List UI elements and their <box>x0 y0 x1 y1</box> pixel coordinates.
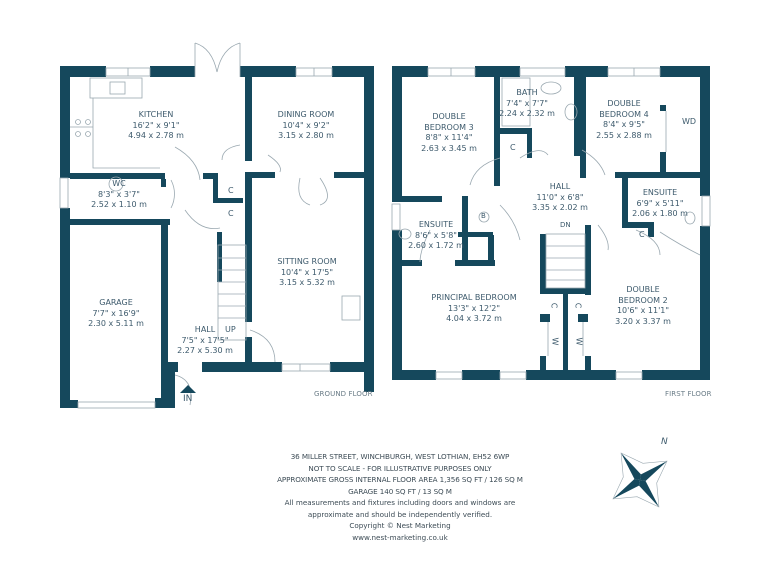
entrance-arrow-icon <box>180 385 196 393</box>
room-label-garage: GARAGE 7'7" x 16'9" 2.30 x 5.11 m <box>88 298 144 330</box>
cupboard-marker: C <box>639 230 645 239</box>
room-label-bath: BATH 7'4" x 7'7" 2.24 x 2.32 m <box>499 88 555 120</box>
room-dimensions-metric: 4.94 x 2.78 m <box>128 131 184 140</box>
disclaimer-line-1: All measurements and fixtures including … <box>284 498 516 507</box>
room-dimensions-imperial: 11'0" x 6'8" <box>536 192 584 202</box>
room-label-principal-bedroom: PRINCIPAL BEDROOM 13'3" x 12'2" 4.04 x 3… <box>431 293 516 325</box>
room-label-ensuite-principal: ENSUITE 8'6" x 5'8" 2.60 x 1.72 m <box>408 220 464 252</box>
first-floor-walls <box>392 66 710 380</box>
room-label-double-bedroom-2: DOUBLE BEDROOM 2 10'6" x 11'1" 3.20 x 3.… <box>615 285 671 327</box>
copyright: Copyright © Nest Marketing <box>349 521 451 530</box>
garage-area: GARAGE 140 SQ FT / 13 SQ M <box>348 486 452 496</box>
entrance-marker: IN <box>183 394 193 404</box>
room-dimensions-metric: 3.15 x 5.32 m <box>279 278 335 287</box>
room-name: HALL <box>549 182 571 191</box>
stairs-down-marker: DN <box>560 221 571 229</box>
room-dimensions-metric: 2.27 x 5.30 m <box>177 346 233 355</box>
room-dimensions-imperial: 13'3" x 12'2" <box>447 303 501 313</box>
room-label-hall-first: HALL 11'0" x 6'8" 3.35 x 2.02 m <box>532 182 588 214</box>
compass-north-label: N <box>661 437 668 447</box>
room-name: DOUBLE <box>432 112 466 121</box>
room-name: SITTING ROOM <box>277 257 337 266</box>
floor-area: APPROXIMATE GROSS INTERNAL FLOOR AREA 1,… <box>277 475 523 484</box>
room-dimensions-metric: 2.30 x 5.11 m <box>88 319 144 328</box>
room-name: KITCHEN <box>138 110 174 119</box>
fixtures-and-doors <box>59 42 711 409</box>
room-label-double-bedroom-3: DOUBLE BEDROOM 3 8'8" x 11'4" 2.63 x 3.4… <box>421 112 477 154</box>
room-dimensions-imperial: 8'3" x 3'7" <box>98 189 140 199</box>
room-name: WC <box>112 179 126 188</box>
boiler-marker: B <box>481 212 486 220</box>
room-name: BEDROOM 4 <box>599 109 649 119</box>
cupboard-marker: C <box>510 143 516 152</box>
room-name: GARAGE <box>99 298 133 307</box>
room-label-sitting-room: SITTING ROOM 10'4" x 17'5" 3.15 x 5.32 m <box>277 257 336 289</box>
first-floor-label: FIRST FLOOR <box>665 390 712 398</box>
room-dimensions-imperial: 7'4" x 7'7" <box>506 98 548 108</box>
room-dimensions-imperial: 8'4" x 9'5" <box>603 120 645 129</box>
wardrobe-marker: WD <box>682 117 697 126</box>
cupboard-marker: C <box>549 302 559 309</box>
ground-floor-walls <box>60 66 374 408</box>
room-dimensions-metric: 2.24 x 2.32 m <box>499 109 555 118</box>
room-label-kitchen: KITCHEN 16'2" x 9'1" 4.94 x 2.78 m <box>128 110 184 142</box>
room-name: DOUBLE <box>607 99 641 108</box>
room-dimensions-metric: 2.06 x 1.80 m <box>632 209 688 218</box>
room-name: DOUBLE <box>626 285 660 294</box>
room-dimensions-imperial: 7'5" x 17'5" <box>181 335 229 345</box>
room-dimensions-imperial: 6'9" x 5'11" <box>636 198 684 208</box>
room-name: ENSUITE <box>642 188 678 197</box>
cupboard-marker: C <box>228 186 234 195</box>
room-dimensions-metric: 4.04 x 3.72 m <box>446 314 502 323</box>
room-dimensions-metric: 2.52 x 1.10 m <box>91 200 147 209</box>
room-name: PRINCIPAL BEDROOM <box>431 293 517 302</box>
cupboard-marker: C <box>228 209 234 218</box>
room-dimensions-metric: 3.15 x 2.80 m <box>278 131 334 140</box>
room-name: HALL <box>194 325 216 334</box>
room-name: BATH <box>516 88 538 97</box>
ground-floor-label: GROUND FLOOR <box>314 390 373 398</box>
room-dimensions-imperial: 8'8" x 11'4" <box>425 133 473 142</box>
room-dimensions-imperial: 7'7" x 16'9" <box>92 308 140 318</box>
room-dimensions-imperial: 8'6" x 5'8" <box>415 230 457 240</box>
disclaimer-line-2: approximate and should be independently … <box>307 509 493 519</box>
room-dimensions-imperial: 16'2" x 9'1" <box>132 120 180 130</box>
room-label-double-bedroom-4: DOUBLE BEDROOM 4 8'4" x 9'5" 2.55 x 2.88… <box>596 99 652 141</box>
room-dimensions-metric: 2.55 x 2.88 m <box>596 130 652 140</box>
room-name: BEDROOM 2 <box>618 295 668 305</box>
scale-note: NOT TO SCALE - FOR ILLUSTRATIVE PURPOSES… <box>308 463 492 473</box>
room-dimensions-imperial: 10'4" x 17'5" <box>280 267 334 277</box>
wardrobe-marker: W <box>550 337 560 346</box>
cupboard-marker: C <box>573 302 583 309</box>
website: www.nest-marketing.co.uk <box>352 532 448 542</box>
room-label-wc: WC 8'3" x 3'7" 2.52 x 1.10 m <box>91 179 147 211</box>
room-label-dining-room: DINING ROOM 10'4" x 9'2" 3.15 x 2.80 m <box>278 110 335 142</box>
property-address: 36 MILLER STREET, WINCHBURGH, WEST LOTHI… <box>290 452 510 461</box>
room-name: ENSUITE <box>418 220 454 229</box>
room-name: DINING ROOM <box>277 110 335 119</box>
room-dimensions-metric: 3.20 x 3.37 m <box>615 316 671 326</box>
property-info-block: 36 MILLER STREET, WINCHBURGH, WEST LOTHI… <box>277 451 523 543</box>
stairs-up-marker: UP <box>225 325 236 334</box>
room-name: BEDROOM 3 <box>424 122 474 132</box>
room-label-hall-ground: HALL 7'5" x 17'5" 2.27 x 5.30 m <box>177 325 233 357</box>
room-dimensions-metric: 2.63 x 3.45 m <box>421 143 477 153</box>
room-dimensions-imperial: 10'6" x 11'1" <box>616 306 670 315</box>
room-dimensions-metric: 2.60 x 1.72 m <box>408 241 464 250</box>
compass-rose-icon <box>612 452 668 508</box>
wardrobe-marker: W <box>574 337 584 346</box>
room-dimensions-imperial: 10'4" x 9'2" <box>282 120 330 130</box>
room-dimensions-metric: 3.35 x 2.02 m <box>532 203 588 212</box>
room-label-ensuite-2: ENSUITE 6'9" x 5'11" 2.06 x 1.80 m <box>632 188 688 220</box>
